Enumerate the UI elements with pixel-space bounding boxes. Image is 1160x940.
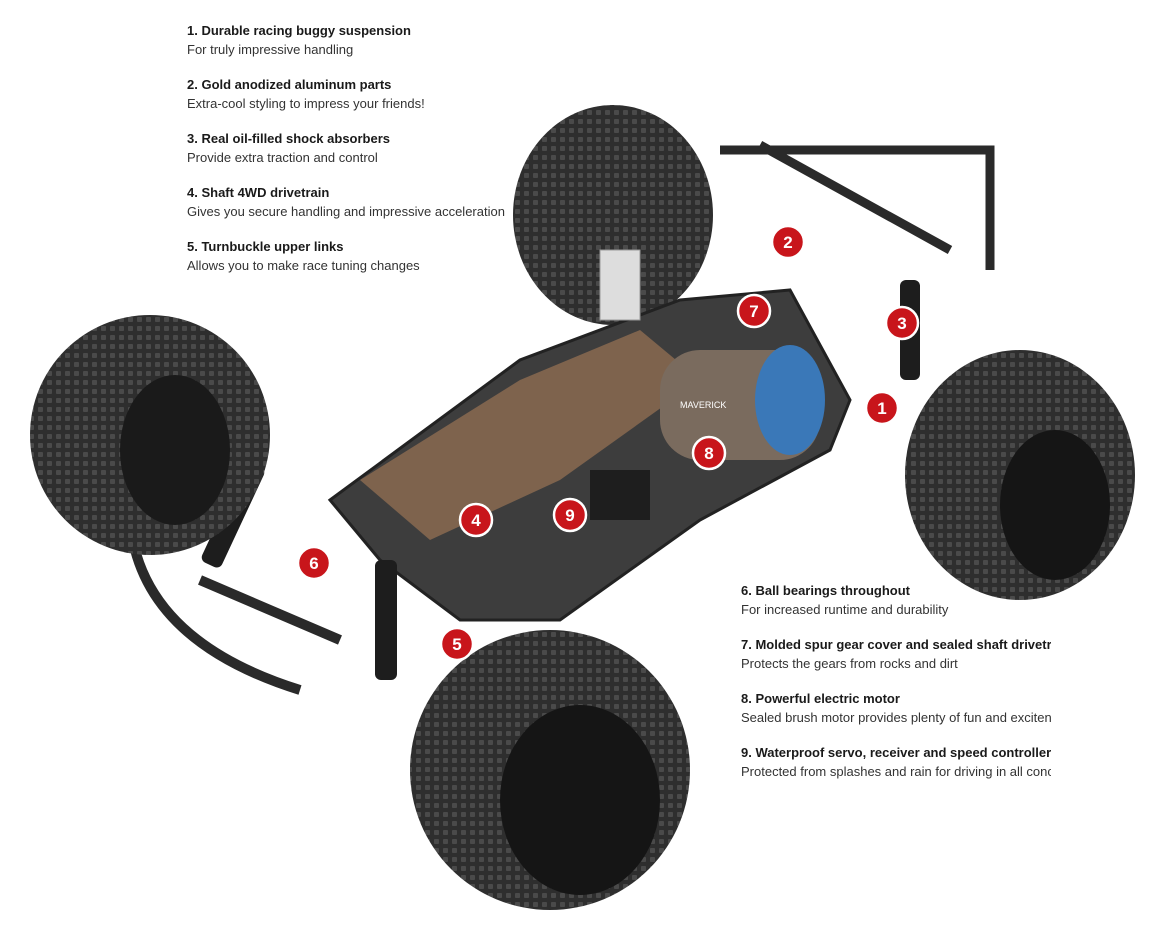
svg-text:MAVERICK: MAVERICK [680, 400, 726, 410]
callout-number: 2 [783, 233, 792, 252]
feature-description: Sealed brush motor provides plenty of fu… [741, 710, 1051, 725]
feature-description: Allows you to make race tuning changes [187, 258, 420, 273]
feature-description: Protected from splashes and rain for dri… [741, 764, 1051, 779]
callout-marker-6: 6 [296, 545, 332, 581]
callout-marker-1: 1 [864, 390, 900, 426]
callout-number: 3 [897, 314, 906, 333]
feature-title: 7. Molded spur gear cover and sealed sha… [741, 637, 1051, 652]
feature-description: Gives you secure handling and impressive… [187, 204, 505, 219]
callout-number: 1 [877, 399, 886, 418]
rear-bumper [720, 141, 995, 270]
feature-description: Extra-cool styling to impress your frien… [187, 96, 425, 111]
callout-number: 7 [749, 302, 758, 321]
shock-front-right [375, 560, 397, 680]
feature-title: 6. Ball bearings throughout [741, 583, 911, 598]
callout-marker-7: 7 [736, 293, 772, 329]
motor: MAVERICK [660, 345, 825, 460]
wheel-front-left [30, 315, 270, 555]
callout-marker-8: 8 [691, 435, 727, 471]
callout-number: 8 [704, 444, 713, 463]
battery-plug [599, 249, 641, 321]
wheel-rear-right [905, 350, 1135, 600]
feature-title: 2. Gold anodized aluminum parts [187, 77, 392, 92]
callout-marker-3: 3 [884, 305, 920, 341]
speed-controller [590, 470, 650, 520]
feature-title: 4. Shaft 4WD drivetrain [187, 185, 330, 200]
feature-description: For truly impressive handling [187, 42, 354, 57]
feature-title: 3. Real oil-filled shock absorbers [187, 131, 391, 146]
feature-description: For increased runtime and durability [741, 602, 949, 617]
wheel-front-right [410, 630, 690, 910]
feature-title: 5. Turnbuckle upper links [187, 239, 344, 254]
feature-title: 9. Waterproof servo, receiver and speed … [741, 745, 1051, 760]
callout-marker-4: 4 [458, 502, 494, 538]
feature-item: 7. Molded spur gear cover and sealed sha… [741, 635, 1051, 673]
callout-marker-5: 5 [439, 626, 475, 662]
feature-description: Provide extra traction and control [187, 150, 378, 165]
callout-number: 4 [471, 511, 481, 530]
feature-title: 8. Powerful electric motor [741, 691, 900, 706]
chassis-plate [360, 330, 700, 540]
feature-title: 1. Durable racing buggy suspension [187, 23, 411, 38]
feature-description: Protects the gears from rocks and dirt [741, 656, 958, 671]
callout-number: 5 [452, 635, 461, 654]
wheel-rear-left [513, 105, 713, 325]
callout-marker-9: 9 [552, 497, 588, 533]
feature-item: 9. Waterproof servo, receiver and speed … [741, 743, 1051, 781]
callout-number: 6 [309, 554, 318, 573]
callout-number: 9 [565, 506, 574, 525]
callout-marker-2: 2 [770, 224, 806, 260]
